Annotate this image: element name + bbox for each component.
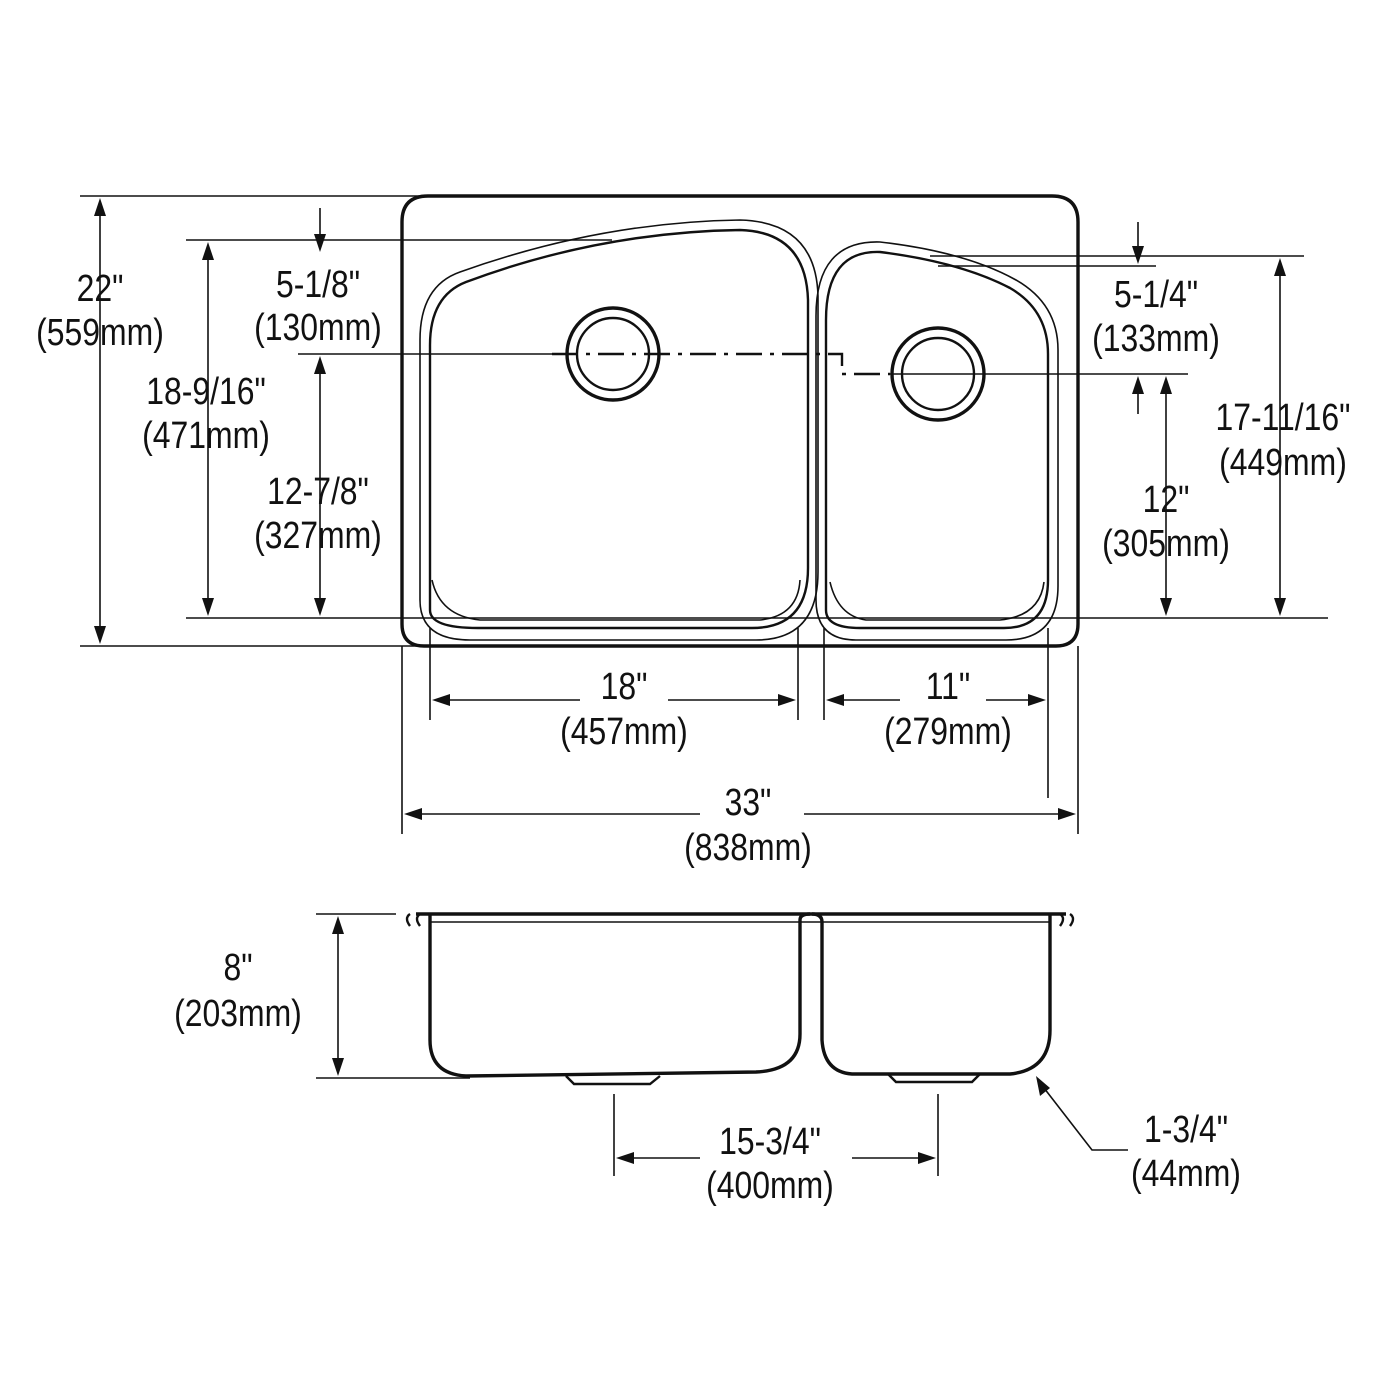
sink-deck-outline <box>400 194 1080 648</box>
label-bowl-depth: 8" (203mm) <box>174 946 302 1034</box>
svg-text:(327mm): (327mm) <box>254 514 382 556</box>
svg-text:11": 11" <box>926 665 970 707</box>
svg-text:(279mm): (279mm) <box>884 710 1012 752</box>
dimension-line-left-bowl-width <box>432 694 796 706</box>
svg-text:(130mm): (130mm) <box>254 306 382 348</box>
dimension-line-right-drain-top <box>1132 222 1144 414</box>
svg-text:18-9/16": 18-9/16" <box>146 370 266 412</box>
svg-text:(457mm): (457mm) <box>560 710 688 752</box>
dimension-line-left-drain-bottom <box>314 356 326 616</box>
svg-text:17-11/16": 17-11/16" <box>1216 396 1351 438</box>
svg-text:1-3/4": 1-3/4" <box>1144 1108 1228 1150</box>
dimension-line-left-drain-top <box>314 208 326 252</box>
svg-text:(44mm): (44mm) <box>1131 1152 1241 1194</box>
svg-text:(471mm): (471mm) <box>142 414 270 456</box>
plan-view <box>400 194 1080 648</box>
svg-text:18": 18" <box>601 665 648 707</box>
svg-text:(133mm): (133mm) <box>1092 317 1220 359</box>
svg-text:15-3/4": 15-3/4" <box>719 1120 821 1162</box>
elevation-extension-lines <box>316 913 939 1176</box>
svg-text:(305mm): (305mm) <box>1102 522 1230 564</box>
right-bowl-floor-edge <box>829 581 1045 621</box>
left-bowl-floor-edge <box>431 579 801 621</box>
dimension-line-overall-depth <box>94 198 106 644</box>
dimension-line-right-bowl-width <box>826 694 1046 706</box>
svg-text:(838mm): (838mm) <box>684 826 812 868</box>
label-overall-depth: 22" (559mm) <box>36 267 164 353</box>
right-drain-outlet-icon <box>887 1073 981 1084</box>
drain-centerline <box>552 352 890 376</box>
left-bowl-inner-rim <box>419 219 819 641</box>
svg-text:8": 8" <box>223 946 252 988</box>
svg-text:33": 33" <box>725 781 772 823</box>
dimension-line-overall-width <box>404 808 1076 820</box>
dimension-line-right-drain-bottom <box>1160 376 1172 616</box>
left-drain-outlet-icon <box>565 1075 661 1086</box>
label-right-bowl-length: 17-11/16" (449mm) <box>1216 396 1351 483</box>
svg-text:(203mm): (203mm) <box>174 992 302 1034</box>
label-overall-width: 33" (838mm) <box>684 781 812 868</box>
svg-text:(449mm): (449mm) <box>1219 441 1347 483</box>
label-left-bowl-width: 18" (457mm) <box>560 665 688 752</box>
label-depth-difference: 1-3/4" (44mm) <box>1131 1108 1241 1194</box>
dimension-line-right-bowl-length <box>1274 258 1286 616</box>
leader-line-depth-difference <box>1036 1076 1128 1151</box>
svg-text:(559mm): (559mm) <box>36 311 164 353</box>
label-right-drain-offset-bottom: 12" (305mm) <box>1102 478 1230 564</box>
right-bowl-profile <box>811 912 1052 1076</box>
label-right-bowl-width: 11" (279mm) <box>884 665 1012 752</box>
right-bowl-outline <box>824 250 1050 630</box>
label-right-drain-offset-top: 5-1/4" (133mm) <box>1092 273 1220 359</box>
svg-text:5-1/4": 5-1/4" <box>1114 273 1198 315</box>
svg-text:12-7/8": 12-7/8" <box>267 470 369 512</box>
label-left-drain-offset-bottom: 12-7/8" (327mm) <box>254 470 382 556</box>
svg-text:22": 22" <box>77 267 124 309</box>
label-drain-center-spacing: 15-3/4" (400mm) <box>706 1120 834 1206</box>
svg-text:5-1/8": 5-1/8" <box>276 263 360 305</box>
right-bowl-inner-rim <box>815 241 1059 641</box>
dimension-line-bowl-depth <box>332 916 344 1076</box>
elevation-view <box>405 912 1075 1086</box>
left-bowl-outline <box>428 228 810 630</box>
svg-text:12": 12" <box>1143 478 1190 520</box>
svg-text:(400mm): (400mm) <box>706 1164 834 1206</box>
dimension-line-left-bowl-length <box>202 242 214 616</box>
plan-extension-lines <box>80 195 1328 834</box>
dimension-line-drain-spacing <box>616 1152 936 1164</box>
label-left-drain-offset-top: 5-1/8" (130mm) <box>254 263 382 348</box>
label-left-bowl-length: 18-9/16" (471mm) <box>142 370 270 456</box>
left-bowl-profile <box>428 912 811 1078</box>
